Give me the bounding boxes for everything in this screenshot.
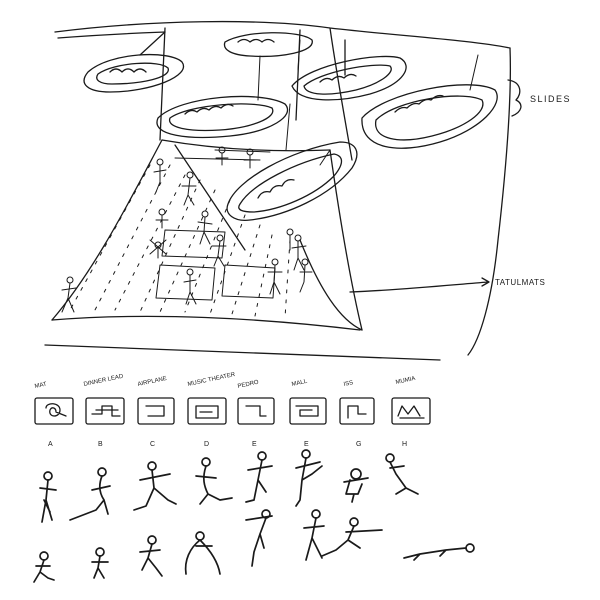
floor-grid [69,164,291,319]
tatulmats-annotation: TATULMATS [349,277,545,293]
sequence-label: ISS [343,380,354,388]
tatulmats-label: TATULMATS [495,278,545,287]
sequence-label: MAT [34,381,48,389]
dancer-figures-row-2 [33,509,475,583]
floor-mats [155,149,276,301]
ceiling-outline [54,20,512,356]
sequence-thumbnails [34,397,431,425]
sequence-label: MUMIA [395,376,416,386]
sequence-label: PEDRO [237,380,259,390]
slide-pod [83,31,185,93]
sequence-label: MUSIC THEATER [187,372,236,388]
sequence-label: MALL [291,379,308,388]
sequence-letters: A B C D E E G H [48,441,407,448]
dancer-figures-row-1 [39,449,419,523]
slide-pod [361,84,498,149]
sequence-letter: G [356,441,361,448]
slides-label: SLIDES [530,94,571,104]
floor-figures [61,146,313,313]
slide-pod [291,55,407,101]
slide-pod [226,141,358,221]
sequence-labels: MAT DINNER LEAD AIRPLANE MUSIC THEATER P… [34,372,416,390]
suspension-cables [257,39,479,166]
slide-pod [223,32,313,58]
sequence-letter: B [98,441,103,448]
floor-plane [44,139,441,361]
sequence-letter: H [402,441,407,448]
sequence-label: DINNER LEAD [83,374,124,388]
slide-pod [156,95,288,139]
sequence-letter: E [304,441,309,448]
sequence-letter: C [150,441,155,448]
sequence-letter: D [204,441,209,448]
sequence-letter: E [252,441,257,448]
sequence-letter: A [48,441,53,448]
sequence-label: AIRPLANE [137,376,167,388]
slides-annotation: SLIDES [507,79,571,117]
